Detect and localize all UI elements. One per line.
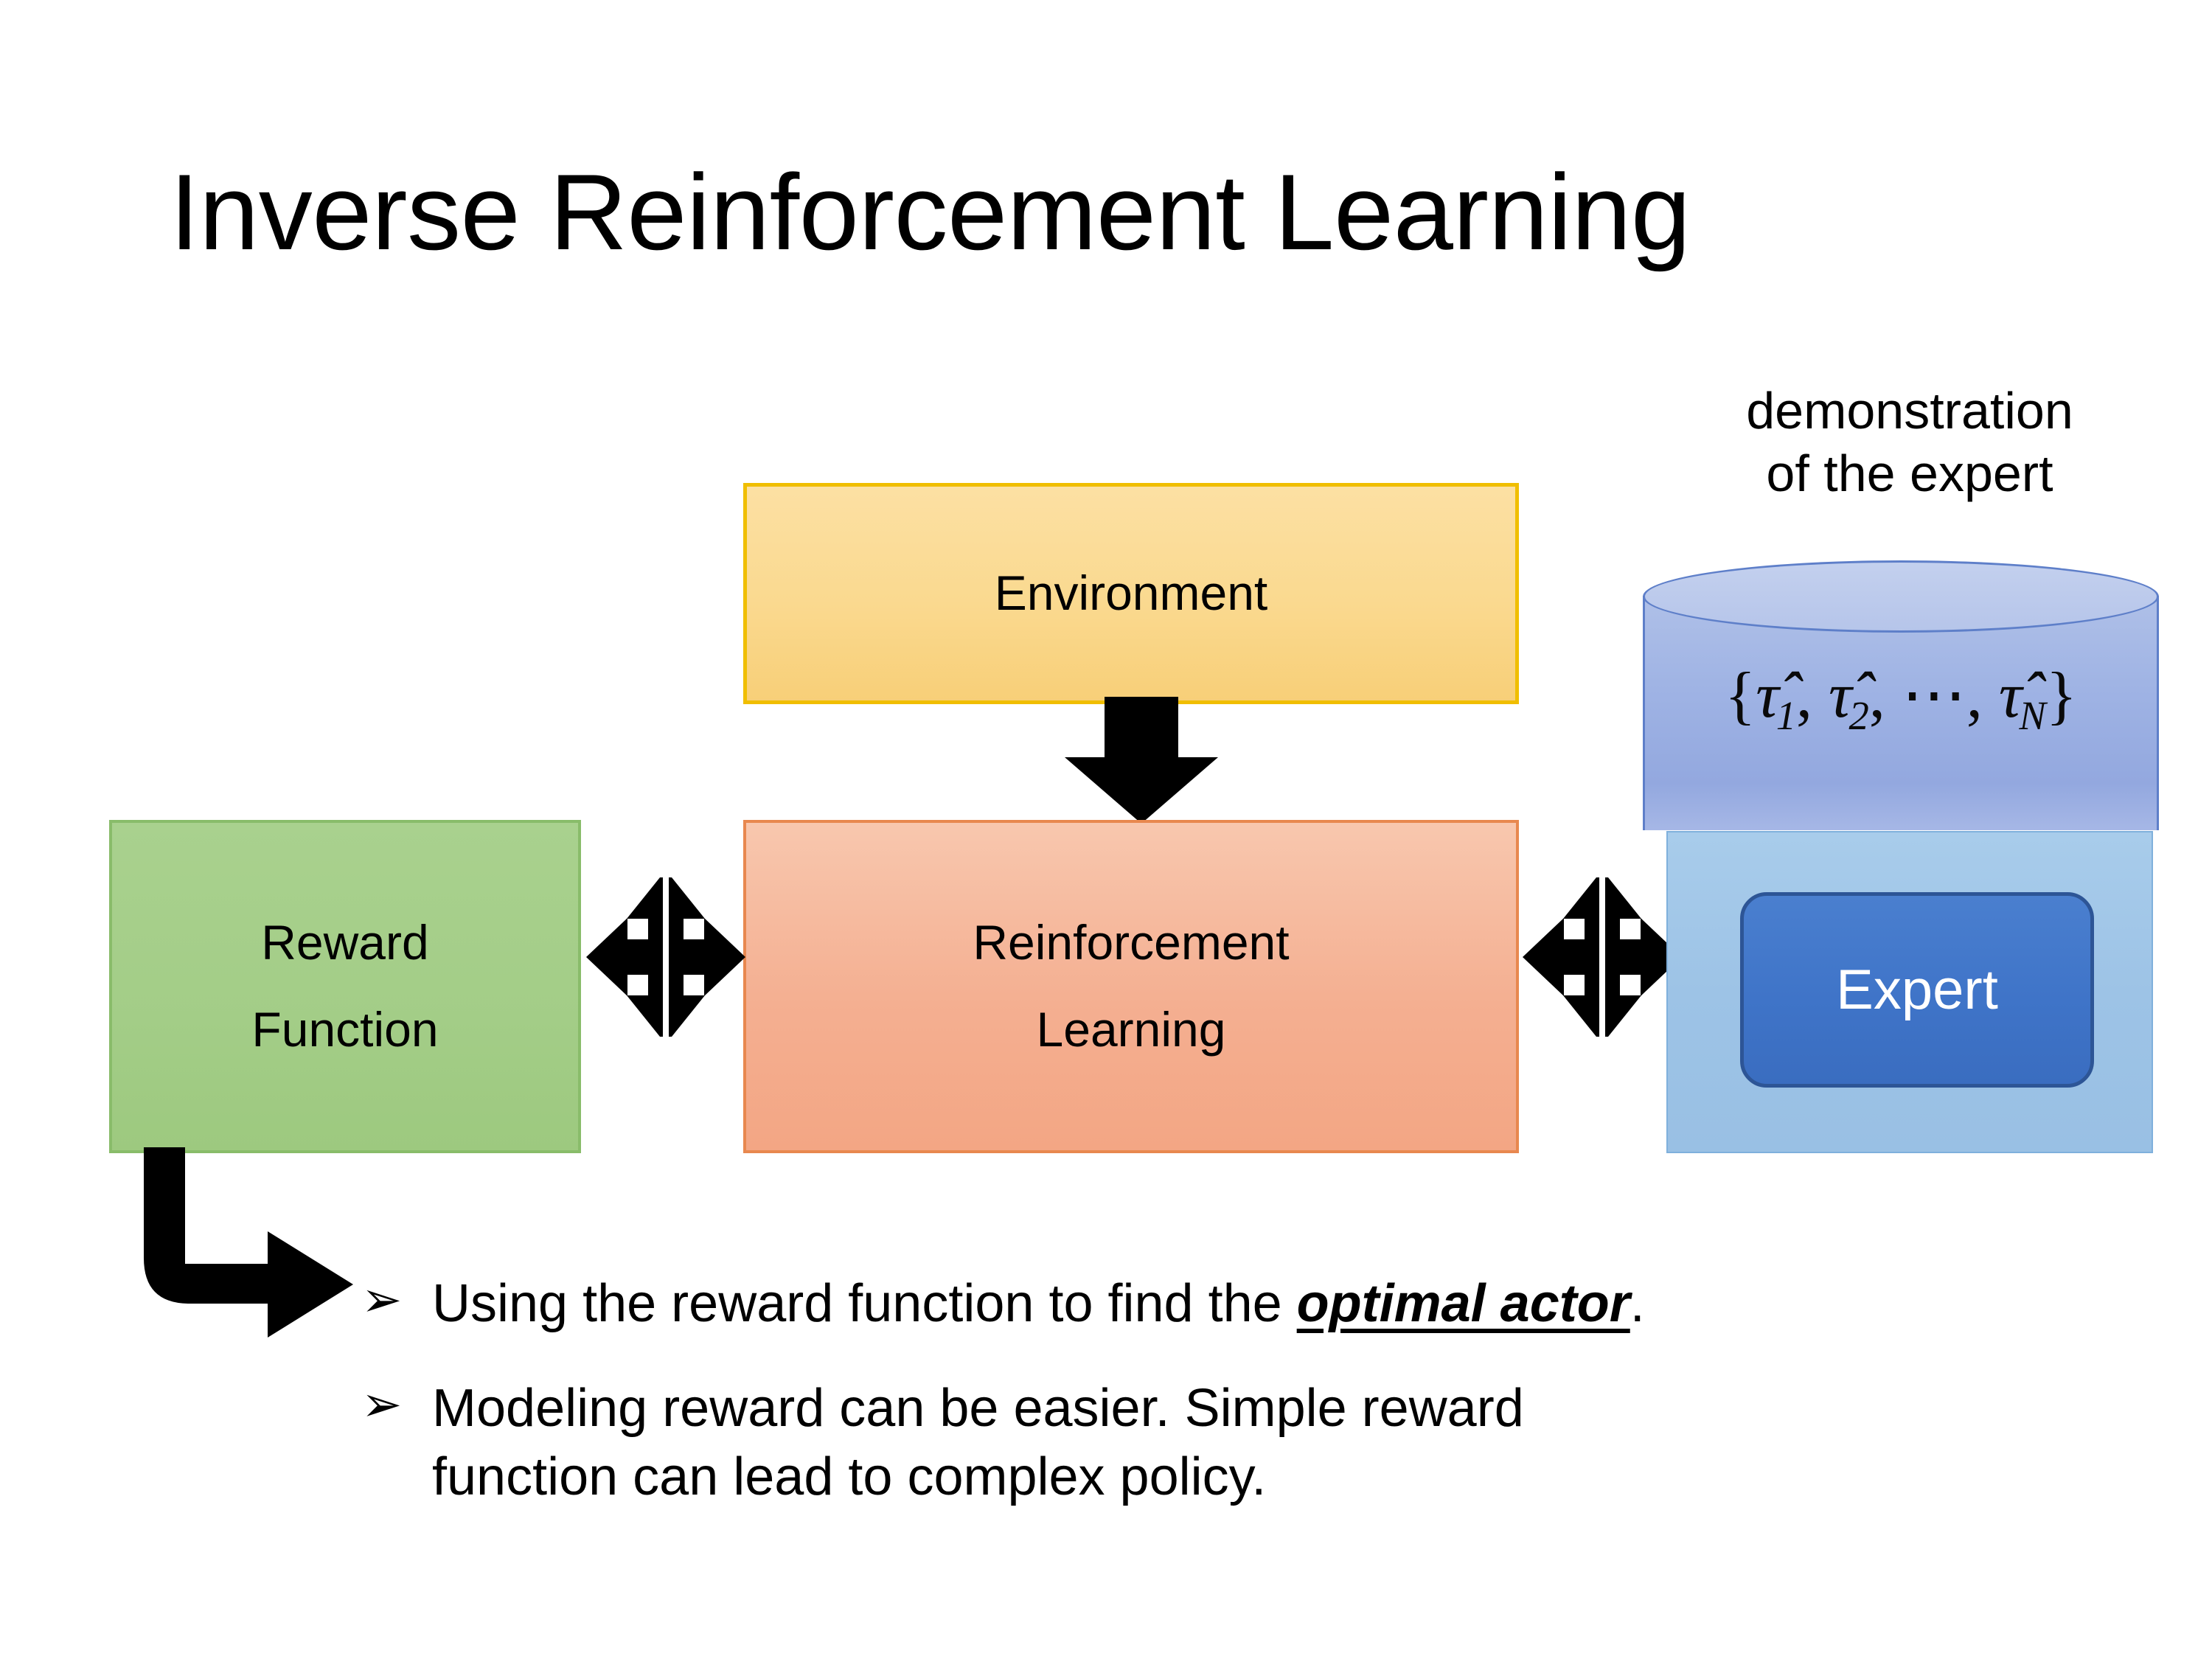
reinforcement-learning-box[interactable]: Reinforcement Learning: [743, 820, 1519, 1153]
bullet-1-text-before: Using the reward function to find the: [432, 1274, 1297, 1333]
formula-term-n: τ̂: [1998, 660, 2023, 731]
expert-label: Expert: [1836, 959, 1998, 1021]
demonstration-caption-line-2: of the expert: [1766, 445, 2053, 503]
bullet-marker-icon: ➢: [361, 1272, 403, 1326]
list-item: ➢ Modeling reward can be easier. Simple …: [361, 1374, 2153, 1512]
arrow-environment-to-rl: [1065, 697, 1218, 824]
reward-function-label-line-1: Reward: [261, 915, 429, 970]
formula-separator-1: ,: [1796, 660, 1829, 731]
page-title: Inverse Reinforcement Learning: [170, 152, 1691, 272]
elbow-arrow-reward-to-bullets: [144, 1147, 353, 1338]
environment-label: Environment: [994, 566, 1268, 621]
demonstration-cylinder[interactable]: {τ̂1, τ̂2, ⋯, τ̂N}: [1643, 560, 2159, 864]
bullet-2-line-2: function can lead to complex policy.: [432, 1447, 1267, 1507]
quad-arrow-rl-to-expert-icon: [1523, 877, 1682, 1037]
formula-open-brace: {: [1725, 660, 1756, 731]
reward-function-box[interactable]: Reward Function: [109, 820, 581, 1153]
rl-label-line-1: Reinforcement: [973, 915, 1290, 970]
bullet-1-text-after: .: [1630, 1274, 1645, 1333]
formula-term-2: τ̂: [1829, 660, 1852, 731]
demonstration-caption: demonstration of the expert: [1637, 380, 2183, 506]
bullet-2-line-1: Modeling reward can be easier. Simple re…: [432, 1378, 1524, 1438]
reward-function-label-line-2: Function: [251, 1002, 439, 1057]
formula-term-1: τ̂: [1756, 660, 1779, 731]
cylinder-top-ellipse: [1643, 560, 2159, 633]
demonstration-formula: {τ̂1, τ̂2, ⋯, τ̂N}: [1643, 656, 2159, 739]
list-item: ➢ Using the reward function to find the …: [361, 1270, 2153, 1339]
bullet-1-emphasis: optimal actor: [1296, 1274, 1630, 1333]
bullet-list: ➢ Using the reward function to find the …: [361, 1270, 2153, 1548]
cylinder-body: [1643, 596, 2159, 830]
formula-term-n-sub: N: [2019, 693, 2046, 739]
environment-box[interactable]: Environment: [743, 483, 1519, 704]
quad-arrow-reward-to-rl-icon: [586, 877, 745, 1037]
formula-separator-2: , ⋯,: [1868, 660, 1999, 731]
formula-close-brace: }: [2045, 660, 2077, 731]
formula-term-2-sub: 2: [1848, 693, 1869, 739]
expert-box[interactable]: Expert: [1740, 892, 2094, 1088]
formula-term-1-sub: 1: [1775, 693, 1797, 739]
demonstration-caption-line-1: demonstration: [1746, 382, 2073, 439]
bullet-marker-icon: ➢: [361, 1376, 403, 1431]
rl-label-line-2: Learning: [1036, 1002, 1226, 1057]
